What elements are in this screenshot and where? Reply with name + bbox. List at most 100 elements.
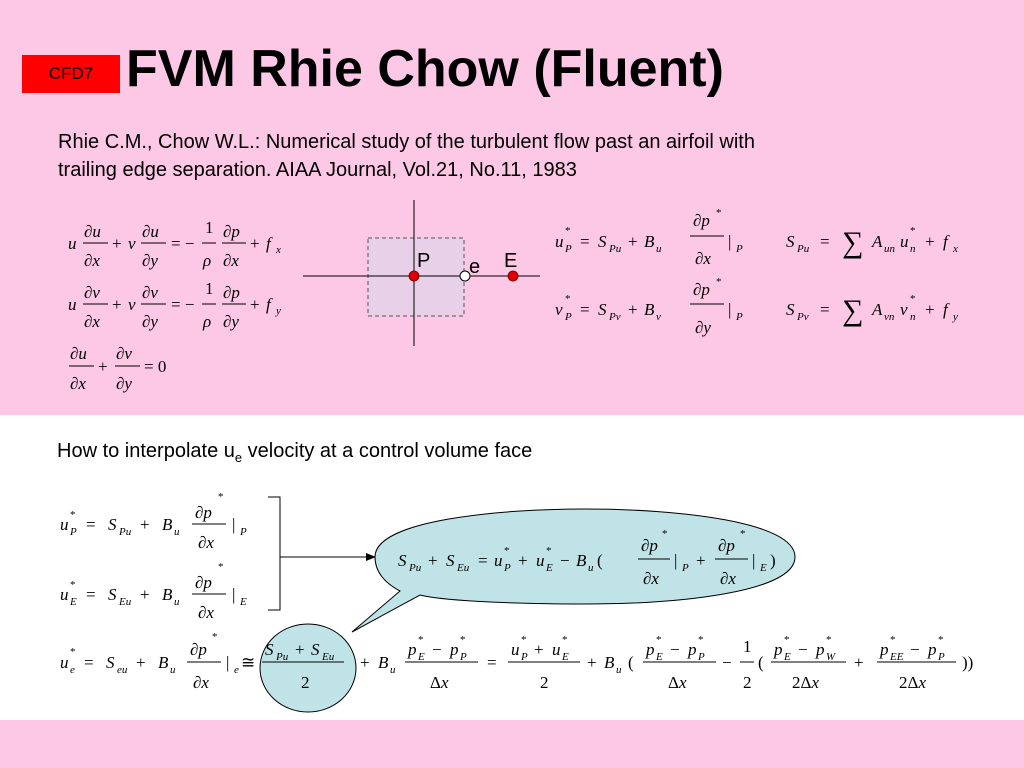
svg-text:Pv: Pv — [608, 311, 621, 323]
svg-text:∂u: ∂u — [142, 222, 159, 241]
svg-text:≅: ≅ — [241, 653, 255, 672]
svg-text:∂y: ∂y — [116, 374, 132, 393]
svg-text:W: W — [826, 651, 836, 663]
svg-text:u: u — [656, 243, 662, 255]
svg-text:x: x — [952, 243, 958, 255]
svg-text:E: E — [561, 651, 569, 663]
svg-text:∂x: ∂x — [720, 569, 736, 588]
svg-text:*: * — [698, 634, 704, 646]
svg-text:e: e — [70, 664, 75, 676]
svg-text:−: − — [560, 551, 570, 570]
svg-text:+: + — [696, 551, 706, 570]
svg-text:E: E — [69, 596, 77, 608]
svg-text:=: = — [487, 653, 497, 672]
svg-text:+: + — [518, 551, 528, 570]
svg-text:S: S — [311, 640, 320, 659]
svg-text:*: * — [460, 634, 466, 646]
svg-text:u: u — [536, 551, 545, 570]
svg-text:*: * — [910, 225, 916, 237]
svg-text:u: u — [174, 596, 180, 608]
svg-text:v: v — [128, 234, 136, 253]
svg-text:S: S — [398, 551, 407, 570]
svg-text:2Δx: 2Δx — [792, 673, 819, 692]
svg-text:+: + — [112, 234, 122, 253]
svg-text:u: u — [60, 653, 69, 672]
svg-text:S: S — [598, 300, 607, 319]
face-e-point — [459, 270, 471, 282]
source-v-definition: S Pv = ∑ A vn v * n + f y — [786, 293, 958, 327]
svg-text:ρ: ρ — [202, 312, 211, 331]
svg-text:Pu: Pu — [608, 243, 622, 255]
svg-text:u: u — [588, 562, 594, 574]
grouping-bracket — [268, 496, 281, 611]
interpolation-question: How to interpolate ue velocity at a cont… — [57, 440, 532, 465]
svg-text:*: * — [418, 634, 424, 646]
svg-text:Δx: Δx — [668, 673, 687, 692]
svg-text:|: | — [728, 232, 731, 251]
svg-text:*: * — [716, 207, 722, 219]
svg-text:=: = — [86, 515, 96, 534]
svg-text:p: p — [927, 640, 937, 659]
u-star-P-equation: u * P = S Pu + B u ∂p * ∂x | P — [60, 491, 247, 552]
svg-text:B: B — [644, 232, 655, 251]
svg-text:*: * — [826, 634, 832, 646]
svg-text:|: | — [226, 653, 229, 672]
svg-text:+: + — [628, 232, 638, 251]
svg-text:u: u — [555, 232, 564, 251]
source-u-definition: S Pu = ∑ A un u * n + f x — [786, 225, 958, 259]
svg-text:+: + — [925, 232, 935, 251]
svg-text:Δx: Δx — [430, 673, 449, 692]
svg-text:+: + — [98, 357, 108, 376]
control-volume-diagram: P e E — [303, 200, 540, 346]
svg-text:2: 2 — [540, 673, 549, 692]
svg-text:P: P — [564, 311, 572, 323]
svg-text:*: * — [70, 509, 76, 521]
svg-text:+: + — [360, 653, 370, 672]
svg-text:∂p: ∂p — [195, 573, 212, 592]
svg-text:*: * — [740, 528, 746, 540]
svg-text:v: v — [555, 300, 563, 319]
svg-text:*: * — [218, 491, 224, 503]
svg-text:*: * — [784, 634, 790, 646]
svg-text:P: P — [239, 526, 247, 538]
svg-text:Pu: Pu — [408, 562, 422, 574]
svg-text:f: f — [943, 300, 950, 319]
svg-text:vn: vn — [884, 311, 895, 323]
sum-arrowhead — [366, 553, 376, 561]
svg-text:P: P — [735, 243, 743, 255]
svg-text:u: u — [616, 664, 622, 676]
svg-text:*: * — [521, 634, 527, 646]
svg-text:∂p: ∂p — [693, 211, 710, 230]
node-E-label: E — [504, 250, 517, 272]
svg-text:∂p: ∂p — [223, 222, 240, 241]
svg-text:*: * — [70, 579, 76, 591]
svg-text:B: B — [604, 653, 615, 672]
svg-text:n: n — [910, 243, 916, 255]
svg-text:*: * — [656, 634, 662, 646]
svg-text:+: + — [628, 300, 638, 319]
svg-text:*: * — [938, 634, 944, 646]
svg-text:∂v: ∂v — [142, 283, 158, 302]
svg-text:*: * — [910, 293, 916, 305]
svg-text:+: + — [428, 551, 438, 570]
svg-text:Pu: Pu — [796, 243, 810, 255]
svg-text:p: p — [773, 640, 783, 659]
svg-text:E: E — [759, 562, 767, 574]
svg-text:∂y: ∂y — [223, 312, 239, 331]
top-section-background — [0, 0, 1024, 415]
svg-text:*: * — [890, 634, 896, 646]
slide-title: FVM Rhie Chow (Fluent) — [126, 40, 724, 98]
svg-text:∂u: ∂u — [84, 222, 101, 241]
svg-text:(: ( — [758, 653, 764, 672]
svg-text:*: * — [565, 225, 571, 237]
svg-text:+: + — [136, 653, 146, 672]
svg-text:=: = — [820, 232, 830, 251]
svg-text:y: y — [952, 311, 958, 323]
svg-text:1: 1 — [205, 218, 214, 237]
svg-text:B: B — [644, 300, 655, 319]
svg-text:∂y: ∂y — [142, 251, 158, 270]
momentum-equation-y: u ∂v ∂x + v ∂v ∂y = − 1 ρ ∂p ∂y + f y — [68, 279, 281, 331]
svg-text:u: u — [170, 664, 176, 676]
svg-text:+: + — [140, 515, 150, 534]
svg-text:−: − — [722, 653, 732, 672]
